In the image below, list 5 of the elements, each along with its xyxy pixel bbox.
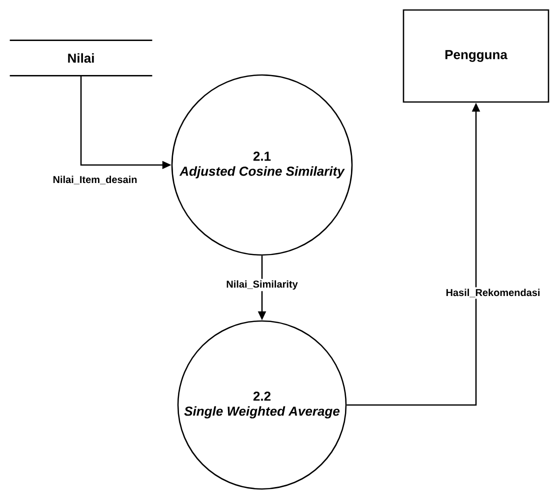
edge-label: Hasil_Rekomendasi bbox=[444, 287, 542, 299]
entity-box: Pengguna bbox=[402, 9, 550, 103]
edge-label: Nilai_Similarity bbox=[224, 278, 300, 292]
edge-label: Nilai_Item_desain bbox=[53, 176, 137, 184]
data-store: Nilai bbox=[10, 40, 152, 76]
